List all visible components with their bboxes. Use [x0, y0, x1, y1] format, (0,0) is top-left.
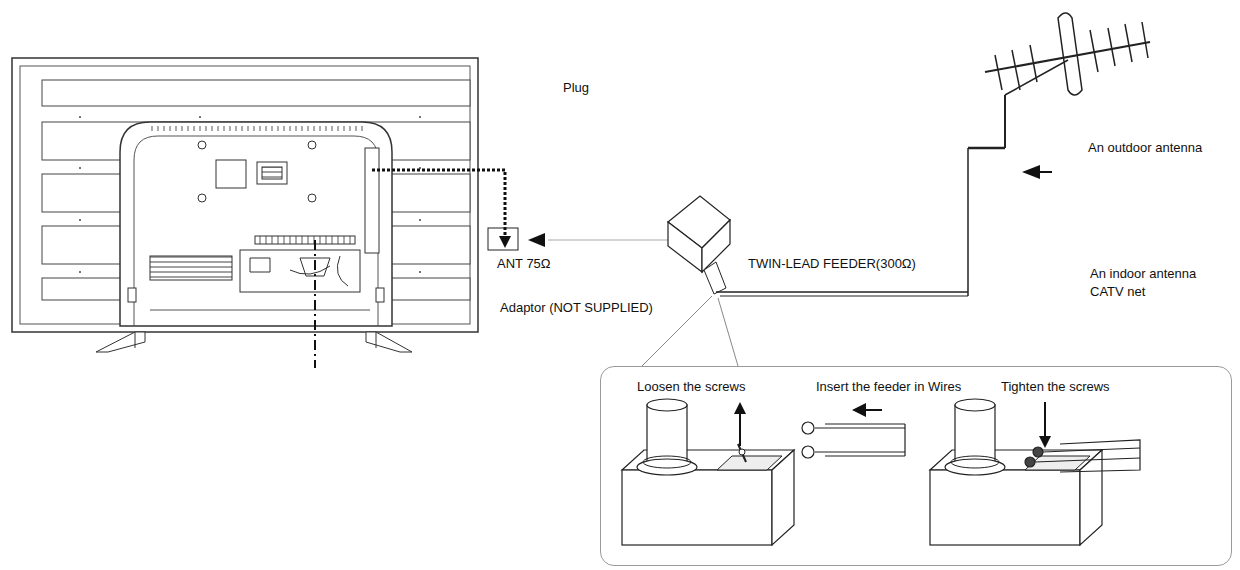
port-label: ANT 75Ω	[497, 256, 551, 271]
network-label: CATV net	[1090, 284, 1145, 299]
adaptor-label: Adaptor (NOT SUPPLIED)	[500, 300, 653, 315]
feeder-label: TWIN-LEAD FEEDER(300Ω)	[748, 256, 916, 271]
plug-label: Plug	[563, 80, 589, 95]
antenna-label: An outdoor antenna	[1088, 140, 1202, 155]
step-caption: Tighten the screws	[1001, 379, 1110, 394]
inset-panel: Loosen the screws Insert the feeder in Wi…	[600, 366, 1232, 566]
antenna-label: An indoor antenna	[1090, 266, 1196, 281]
step-caption: Insert the feeder in Wires	[816, 379, 961, 394]
step-caption: Loosen the screws	[637, 379, 745, 394]
